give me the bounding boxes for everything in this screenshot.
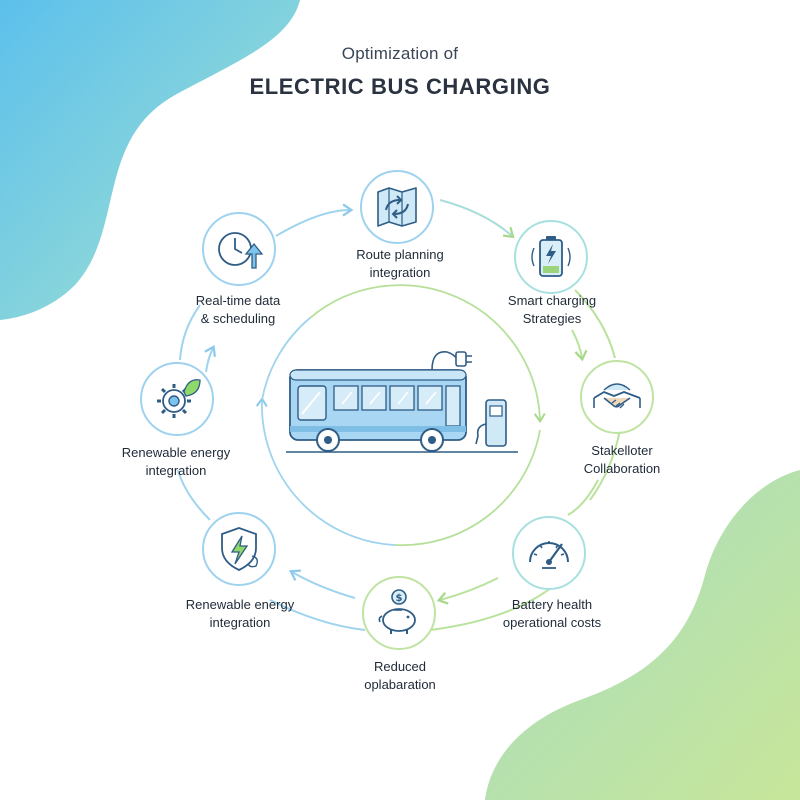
piggy-bank-icon: $ [378, 589, 416, 634]
inner-ring-blue-top [261, 317, 311, 401]
battery-icon [531, 236, 571, 277]
top-left-gradient-blob [0, 0, 300, 320]
shield-bolt-icon [221, 527, 259, 571]
arc-stake-to-battery-b [589, 429, 621, 501]
realtime-node [202, 212, 276, 286]
arc-battery-to-reduced-outer [429, 584, 556, 631]
arc-renew-to-realtime-arrow [204, 344, 216, 373]
gauge-icon [529, 541, 569, 569]
arc-reduced-to-renew [289, 569, 356, 599]
inner-ring-blue [255, 396, 396, 546]
smart-charging-node [514, 220, 588, 294]
arc-smart-to-stake [574, 289, 616, 359]
arc-renew-to-renew [177, 469, 211, 521]
renewable-upper-label: Renewable energy integration [121, 445, 231, 478]
reduced-node: $ [362, 576, 436, 650]
arc-smart-to-stake-arrow [571, 329, 588, 362]
gear-leaf-icon [157, 379, 201, 418]
reduced-label: Reduced oplabaration [364, 659, 436, 692]
route-planning-label: Route planning integration [356, 247, 444, 280]
stakeholder-label: Stakelloter Collaboration [583, 443, 661, 476]
realtime-label: Real-time data & scheduling [195, 293, 281, 326]
clock-upload-icon [218, 232, 264, 269]
arc-route-to-smart [439, 199, 515, 239]
arc-reduced-to-renew-outer [269, 599, 366, 631]
renewable-lower-node [202, 512, 276, 586]
header: Optimization of ELECTRIC BUS CHARGING [0, 44, 800, 100]
arc-stake-to-battery [567, 479, 599, 516]
smart-charging-label: Smart charging Strategies [507, 293, 597, 326]
map-icon [377, 187, 417, 227]
stakeholder-node [580, 360, 654, 434]
handshake-icon [593, 383, 641, 409]
battery-health-node [512, 516, 586, 590]
arc-realtime-to-route [275, 203, 354, 237]
renewable-lower-label: Renewable energy integration [185, 597, 295, 630]
page-title: ELECTRIC BUS CHARGING [249, 74, 551, 99]
arc-battery-to-reduced [436, 577, 499, 605]
page-subtitle: Optimization of [341, 44, 459, 63]
inner-ring-green-low [394, 429, 541, 547]
arc-renew-to-realtime [179, 304, 201, 361]
electric-bus-icon [286, 351, 518, 453]
renewable-upper-node [140, 362, 214, 436]
bottom-right-gradient-blob [485, 470, 800, 800]
svg-text:$: $ [396, 593, 403, 604]
battery-health-label: Battery health operational costs [502, 597, 602, 630]
route-planning-node [360, 170, 434, 244]
inner-ring-green [309, 284, 546, 424]
